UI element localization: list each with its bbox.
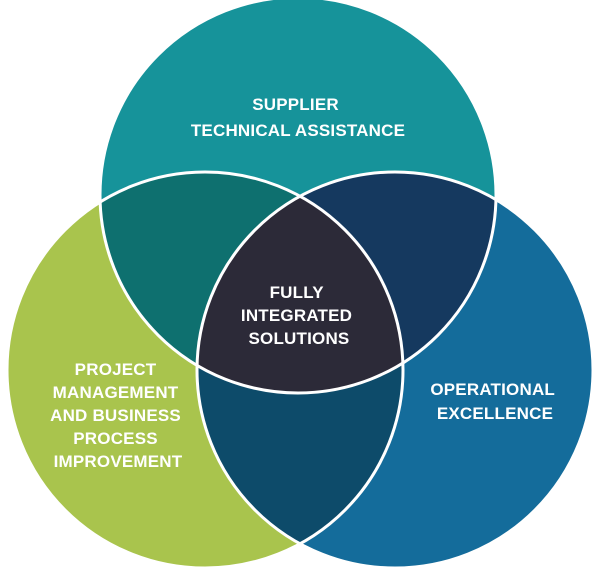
circle-outlines	[5, 0, 595, 570]
label-left: PROJECT MANAGEMENT AND BUSINESS PROCESS …	[50, 360, 186, 471]
label-top: SUPPLIER TECHNICAL ASSISTANCE	[191, 95, 405, 140]
label-center: FULLY INTEGRATED SOLUTIONS	[241, 283, 357, 348]
label-right: OPERATIONAL EXCELLENCE	[430, 380, 559, 423]
